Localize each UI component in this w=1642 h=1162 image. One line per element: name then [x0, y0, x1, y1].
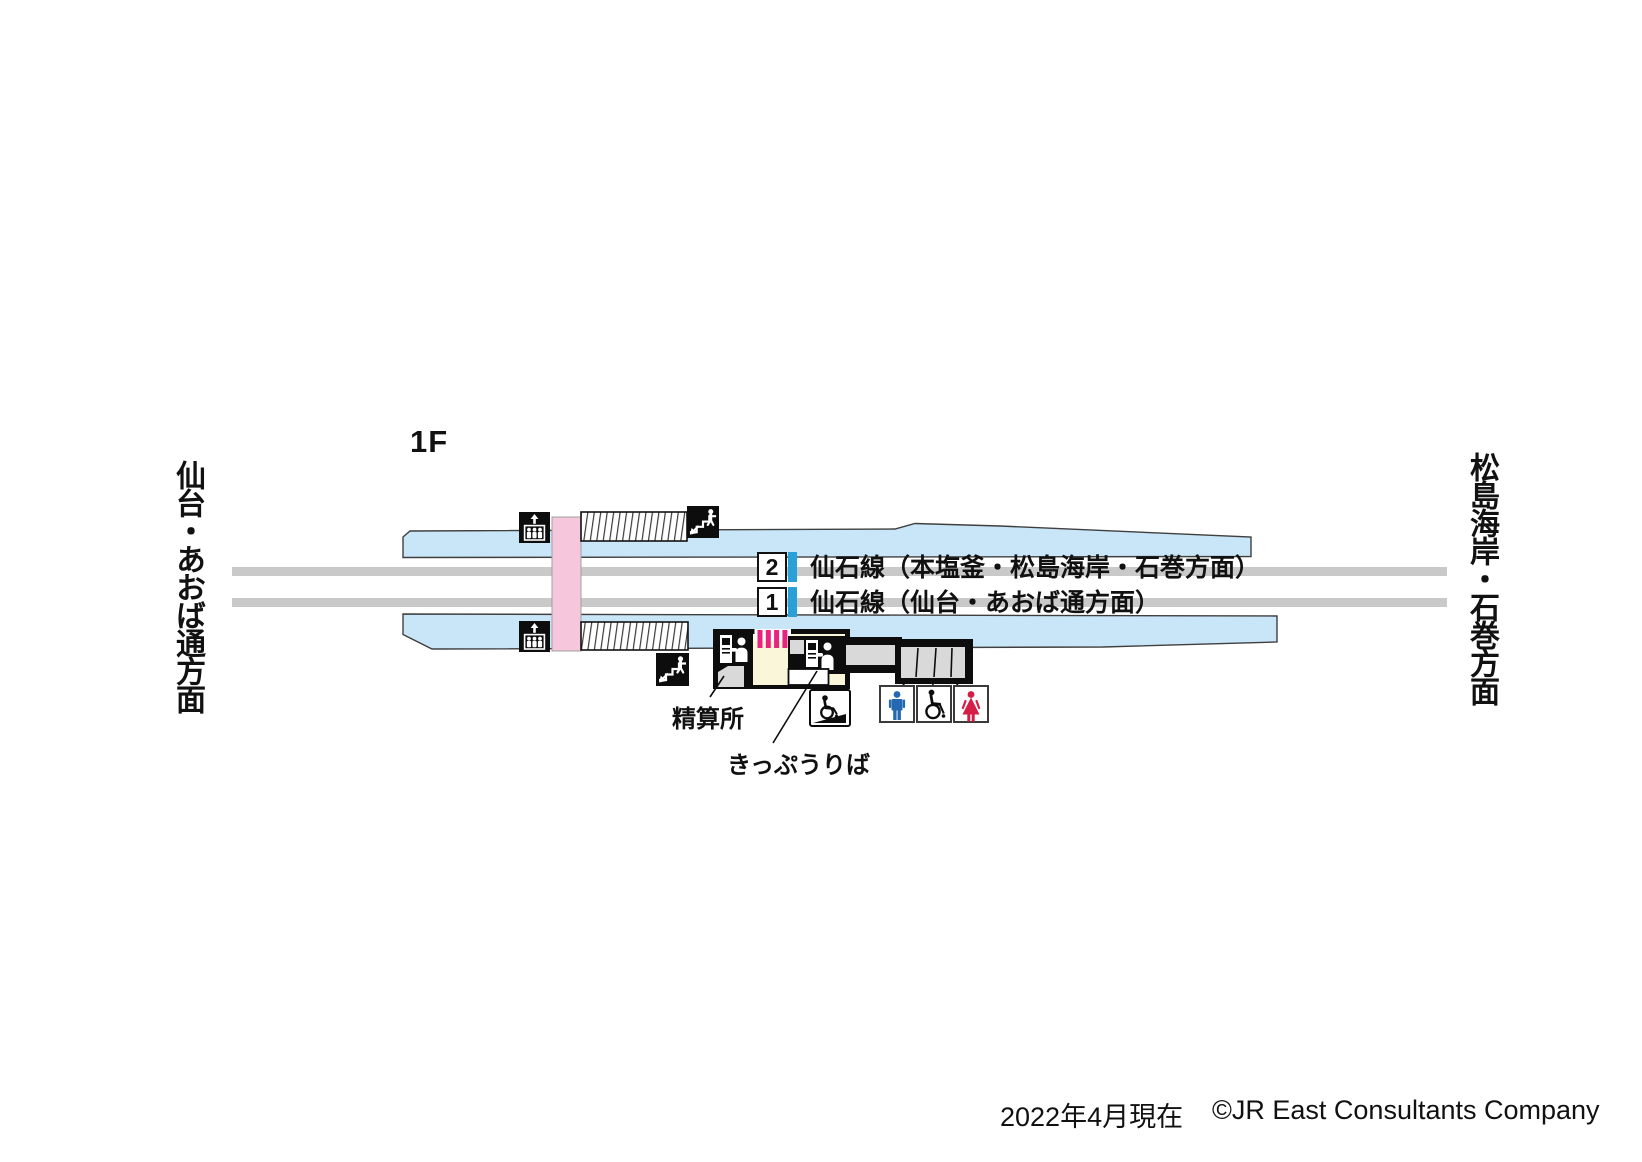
- ticket-gates: [757, 630, 788, 648]
- staircases: [580, 511, 689, 651]
- stairs-icon: [687, 506, 719, 538]
- map-date: 2022年4月現在: [1000, 1102, 1184, 1132]
- elevator-icon: [519, 512, 550, 543]
- track-number-plate-1: 1: [757, 587, 787, 617]
- fare-adjustment-office: [718, 635, 748, 687]
- overpass-bridge: [551, 516, 582, 652]
- copyright: ©JR East Consultants Company: [1212, 1095, 1600, 1125]
- staff-person-icon: [823, 642, 832, 651]
- track-line-label-1: 仙石線（仙台・あおば通方面）: [810, 589, 1161, 617]
- track-number-plate-2: 2: [757, 552, 787, 582]
- female-toilet-icon: [953, 685, 989, 723]
- staff-person-icon: [737, 637, 746, 646]
- staircase-upper: [580, 511, 688, 542]
- leader-lines: [709, 670, 818, 744]
- elevator-icon: [519, 621, 550, 652]
- counter: [787, 668, 830, 686]
- accessible-toilet-icon: [916, 685, 952, 723]
- ticket-office: [788, 636, 845, 674]
- wheelchair-ramp-icon: [809, 689, 851, 727]
- track-line-label-2: 仙石線（本塩釜・松島海岸・石巻方面）: [810, 554, 1261, 582]
- ticket-office-label: きっぷうりば: [727, 752, 871, 779]
- direction-label-left: 仙台・あおば通方面: [171, 460, 204, 712]
- toilets: [879, 685, 989, 723]
- floor-label: 1F: [410, 424, 449, 459]
- male-toilet-icon: [879, 685, 915, 723]
- track-color-bar-2: [788, 552, 797, 582]
- rail-tracks: [232, 567, 1447, 607]
- direction-label-right: 松島海岸・石巻方面: [1465, 452, 1498, 704]
- track-color-bar-1: [788, 587, 797, 617]
- stairs-icon: [656, 653, 689, 686]
- fare-adjustment-label: 精算所: [672, 706, 744, 733]
- staircase-lower: [580, 621, 689, 651]
- toilet-block: [840, 637, 973, 690]
- station-building: [713, 629, 850, 689]
